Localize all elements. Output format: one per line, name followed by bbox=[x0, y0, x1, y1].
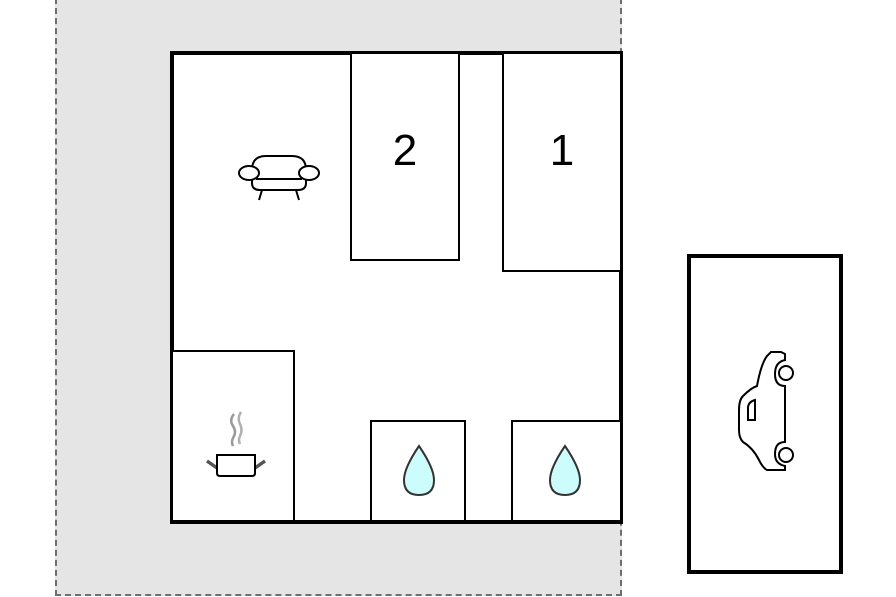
room-number: 1 bbox=[549, 126, 575, 175]
water-drop-icon bbox=[402, 444, 436, 497]
water-drop-icon bbox=[548, 444, 582, 497]
cooking-pot-icon bbox=[205, 411, 267, 477]
sofa-icon bbox=[238, 155, 320, 201]
bathroom-b bbox=[511, 420, 622, 522]
bedroom-2: 2 bbox=[350, 52, 460, 261]
kitchen bbox=[171, 350, 295, 522]
parking-space bbox=[687, 254, 843, 574]
car-icon bbox=[738, 351, 794, 471]
bedroom-1: 1 bbox=[502, 52, 622, 272]
bathroom-a bbox=[370, 420, 466, 522]
room-number: 2 bbox=[392, 126, 418, 175]
